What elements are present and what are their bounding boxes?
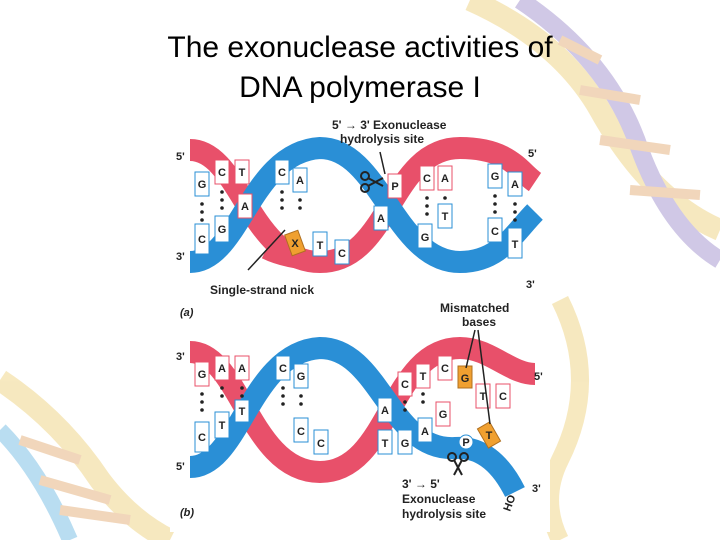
base-a-b-8: T bbox=[442, 211, 449, 223]
base-b-t-2: A bbox=[238, 363, 246, 375]
base-a-t-2: T bbox=[239, 167, 246, 179]
base-b-b-11: P bbox=[462, 437, 469, 449]
base-b-t-4: G bbox=[297, 371, 306, 383]
panel-a-nick-strand bbox=[261, 245, 321, 271]
panel-b-tag: (b) bbox=[180, 507, 194, 519]
panel-b-site-label-2: Exonuclease bbox=[402, 492, 476, 506]
base-b-b-5: A bbox=[381, 405, 389, 417]
panel-a-right-top-end: 5' bbox=[528, 148, 537, 160]
base-b-t-3: C bbox=[279, 363, 287, 375]
panel-a: G C T A C A P C A G A bbox=[176, 118, 543, 319]
base-a-b-6: A bbox=[377, 213, 385, 225]
scissors-icon bbox=[360, 171, 384, 193]
panel-a-right-bottom-end: 3' bbox=[526, 279, 535, 291]
mismatch-label-2: bases bbox=[462, 315, 496, 329]
panel-b-right-top-end: 5' bbox=[534, 371, 543, 383]
base-a-b-10: T bbox=[512, 239, 519, 251]
panel-a-top-bases: G C T A C A P C A G A bbox=[194, 159, 523, 219]
panel-b-bottom-bases: C T T C C A T G A G T P bbox=[194, 365, 502, 455]
panel-a-site-label-2: hydrolysis site bbox=[340, 132, 424, 146]
scissors-icon bbox=[447, 452, 469, 476]
panel-b: G A A C G C T G C T C bbox=[176, 301, 543, 521]
base-b-t-9: T bbox=[480, 391, 487, 403]
nick-label: Single-strand nick bbox=[210, 283, 314, 297]
base-a-t-8: A bbox=[441, 173, 449, 185]
mismatch-label-1: Mismatched bbox=[440, 301, 509, 315]
hydroxyl-label: HO bbox=[502, 493, 519, 513]
base-b-b-1: T bbox=[219, 420, 226, 432]
panel-a-left-top-end: 5' bbox=[176, 151, 185, 163]
title-line-2: DNA polymerase I bbox=[239, 71, 481, 104]
base-b-b-10: T bbox=[486, 430, 493, 442]
base-a-t-0: G bbox=[198, 179, 207, 191]
panel-b-left-top-end: 3' bbox=[176, 351, 185, 363]
base-b-b-4: C bbox=[317, 438, 325, 450]
panel-b-site-label-1: 3' → 5' bbox=[402, 477, 440, 491]
panel-b-left-bottom-end: 5' bbox=[176, 461, 185, 473]
panel-a-tag: (a) bbox=[180, 307, 194, 319]
base-a-b-9: C bbox=[491, 226, 499, 238]
base-b-b-3: C bbox=[297, 426, 305, 438]
base-a-t-3: A bbox=[241, 201, 249, 213]
panel-a-left-bottom-end: 3' bbox=[176, 251, 185, 263]
base-b-t-0: G bbox=[198, 369, 207, 381]
base-b-t-7: G bbox=[439, 409, 448, 421]
base-b-b-6: T bbox=[382, 438, 389, 450]
base-a-t-6: P bbox=[391, 181, 398, 193]
panel-b-pairing-dots bbox=[200, 386, 425, 412]
base-a-b-7: G bbox=[421, 232, 430, 244]
panel-b-site-label-3: hydrolysis site bbox=[402, 507, 486, 521]
slide-title: The exonuclease activities of DNA polyme… bbox=[110, 28, 610, 108]
base-b-b-7: G bbox=[401, 438, 410, 450]
base-a-b-5: C bbox=[338, 248, 346, 260]
base-a-t-5: A bbox=[296, 175, 304, 187]
base-b-t-6: T bbox=[420, 371, 427, 383]
panel-b-right-bottom-end: 3' bbox=[532, 483, 541, 495]
base-a-t-9: G bbox=[491, 171, 500, 183]
base-a-t-7: C bbox=[423, 173, 431, 185]
figure-svg: G C T A C A P C A G A bbox=[176, 118, 543, 521]
base-b-t-1: A bbox=[218, 363, 226, 375]
panel-a-bottom-bases: C G A X T C A G T C T bbox=[194, 203, 523, 265]
base-b-t-5: C bbox=[401, 379, 409, 391]
base-a-b-3: X bbox=[291, 238, 299, 250]
base-a-b-4: T bbox=[317, 240, 324, 252]
base-a-b-1: G bbox=[218, 224, 227, 236]
panel-b-top-bases: G A A C G C T G C T C bbox=[194, 355, 511, 427]
base-a-b-0: C bbox=[198, 234, 206, 246]
base-b-t-8: C bbox=[441, 363, 449, 375]
base-a-t-4: C bbox=[278, 167, 286, 179]
panel-a-site-label-1: 5' → 3' Exonuclease bbox=[332, 118, 447, 132]
base-b-b-9: G bbox=[461, 373, 470, 385]
base-a-t-10: A bbox=[511, 179, 519, 191]
base-b-b-8: A bbox=[421, 426, 429, 438]
base-b-b-2: T bbox=[239, 406, 246, 418]
base-a-t-1: C bbox=[218, 167, 226, 179]
base-b-b-0: C bbox=[198, 432, 206, 444]
base-b-t-10: C bbox=[499, 391, 507, 403]
title-line-1: The exonuclease activities of bbox=[167, 31, 553, 64]
exonuclease-figure: G C T A C A P C A G A bbox=[170, 112, 550, 532]
